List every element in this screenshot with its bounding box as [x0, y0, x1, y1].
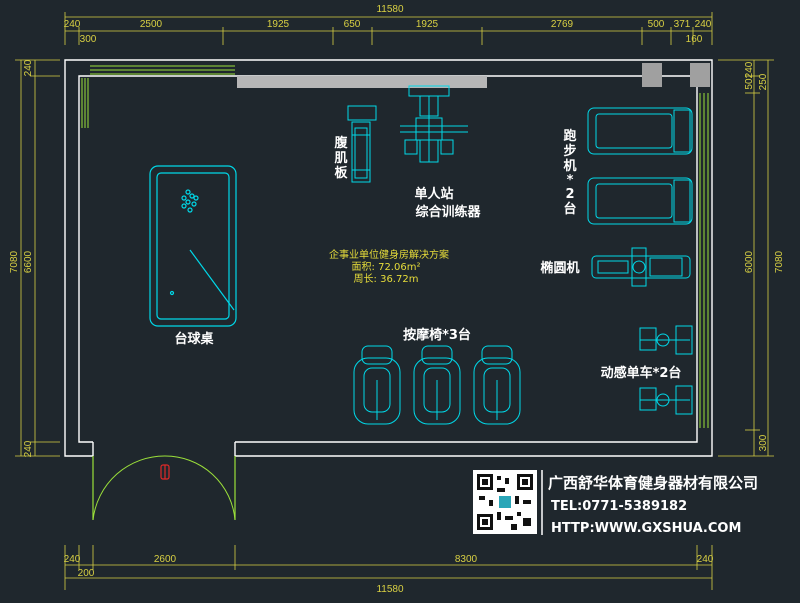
dim-bottom-seg: 2600: [154, 554, 177, 565]
dim-left-seg: 6600: [23, 250, 34, 273]
treadmill-icon: [587, 107, 693, 155]
dim-left-seg: 240: [23, 59, 34, 76]
dim-right-total: 7080: [774, 250, 785, 273]
dim-top-seg: 650: [344, 19, 361, 30]
ab-board-label: 肌: [334, 151, 347, 166]
dim-right-seg: 50: [744, 78, 755, 90]
ab-board-label: 板: [334, 165, 348, 181]
treadmill-label: 步: [563, 143, 576, 159]
company-website: HTTP:WWW.GXSHUA.COM: [551, 521, 741, 536]
dim-top-seg: 1925: [267, 19, 290, 30]
dim-bottom-seg: 8300: [455, 554, 478, 565]
dim-top-seg: 500: [648, 19, 665, 30]
dim-bottom-seg: 240: [64, 554, 81, 565]
treadmill-label: 2: [565, 187, 574, 202]
dimension-left: [15, 59, 60, 457]
dim-left-total: 7080: [9, 250, 20, 273]
dim-top-seg: 2769: [551, 19, 574, 30]
door-marker-icon: [160, 464, 170, 480]
window-top: [90, 65, 235, 75]
qr-code: [473, 470, 537, 534]
dim-right-seg: 250: [758, 73, 769, 90]
massage-chair-label: 按摩椅*3台: [403, 327, 471, 343]
dim-top-sub: 300: [80, 34, 97, 45]
dim-bottom-seg: 240: [697, 554, 714, 565]
treadmill-label: *: [567, 173, 574, 188]
dimension-right: [718, 59, 774, 457]
dim-top-seg: 240: [64, 19, 81, 30]
spin-bike-label: 动感单车*2台: [601, 365, 682, 381]
dim-top-seg: 240: [695, 19, 712, 30]
company-name: 广西舒华体育健身器材有限公司: [548, 474, 758, 492]
wall-cabinet: [642, 63, 662, 87]
station-label-line1: 单人站: [414, 186, 453, 202]
station-label-line2: 综合训练器: [415, 204, 481, 220]
dim-top-seg: 2500: [140, 19, 163, 30]
elliptical-icon: [591, 247, 691, 287]
dim-top-total: 11580: [376, 4, 404, 15]
wall-cabinet: [690, 63, 710, 87]
ab-board-label: 腹: [334, 135, 348, 151]
treadmill-label: 跑: [563, 128, 576, 144]
massage-chair-icon: [473, 345, 521, 425]
window-right: [699, 93, 709, 428]
entrance-door: [92, 455, 236, 521]
spin-bike-icon: [639, 325, 693, 355]
dim-right-seg: 300: [758, 434, 769, 451]
dim-top-sub: 160: [686, 34, 703, 45]
plan-area: 面积: 72.06m²: [352, 261, 421, 273]
treadmill-label: 台: [563, 201, 576, 217]
pool-table-label: 台球桌: [174, 331, 214, 347]
plan-title: 企事业单位健身房解决方案: [329, 248, 449, 261]
treadmill-icon: [587, 177, 693, 225]
dim-right-seg: 6000: [744, 250, 755, 273]
wall-counter: [237, 76, 487, 88]
massage-chair-icon: [413, 345, 461, 425]
treadmill-label: 机: [563, 158, 576, 174]
pool-table-icon: [149, 165, 237, 327]
dim-bottom-sub: 200: [78, 568, 95, 579]
ab-board-icon: [347, 105, 377, 183]
dim-bottom-total: 11580: [376, 584, 404, 595]
dim-top-seg: 1925: [416, 19, 439, 30]
company-tel: TEL:0771-5389182: [551, 499, 687, 514]
spin-bike-icon: [639, 385, 693, 415]
dimension-bottom: [64, 545, 713, 590]
dimension-top: [64, 12, 713, 45]
elliptical-label: 椭圆机: [540, 260, 579, 276]
dim-right-seg: 240: [744, 61, 755, 78]
dim-left-seg: 240: [23, 440, 34, 457]
dim-top-seg: 371: [674, 19, 691, 30]
single-station-trainer-icon: [400, 85, 468, 163]
massage-chair-icon: [353, 345, 401, 425]
window-left: [81, 78, 89, 128]
plan-perimeter: 周长: 36.72m: [354, 273, 419, 285]
